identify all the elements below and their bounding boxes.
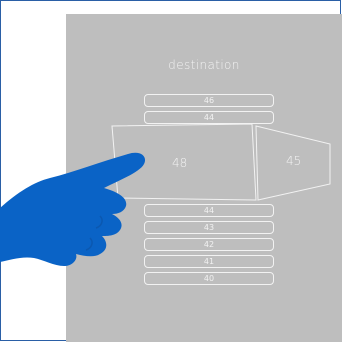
selected-floor-label: 48 bbox=[172, 156, 187, 170]
floor-button[interactable]: 46 bbox=[144, 94, 274, 107]
adjacent-floor-button[interactable]: 45 bbox=[252, 124, 334, 202]
destination-title: destination bbox=[66, 58, 342, 72]
floor-button[interactable]: 43 bbox=[144, 221, 274, 234]
adjacent-floor-label: 45 bbox=[286, 154, 301, 168]
floor-button[interactable]: 44 bbox=[144, 204, 274, 217]
floor-button[interactable]: 40 bbox=[144, 272, 274, 285]
pointing-hand-icon bbox=[0, 150, 150, 284]
floor-button[interactable]: 41 bbox=[144, 255, 274, 268]
floor-button[interactable]: 42 bbox=[144, 238, 274, 251]
